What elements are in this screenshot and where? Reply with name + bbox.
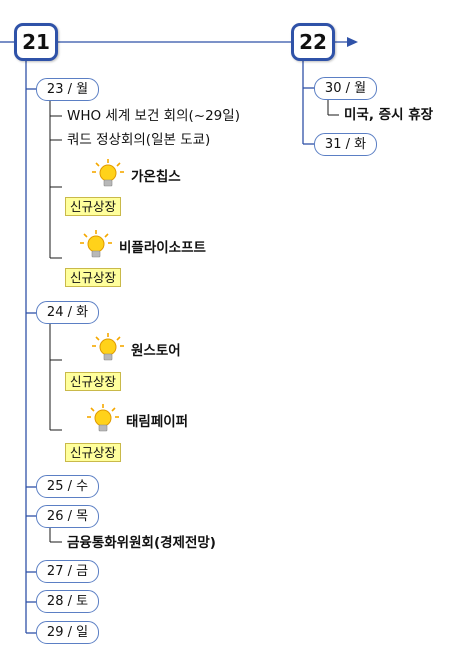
day-23-node[interactable]: 23 / 월	[36, 78, 99, 101]
day-27-node[interactable]: 27 / 금	[36, 560, 99, 583]
new-listing-badge: 신규상장	[65, 197, 122, 216]
day-31-node[interactable]: 31 / 화	[314, 133, 377, 156]
lightbulb-icon	[87, 404, 119, 432]
day-29-node[interactable]: 29 / 일	[36, 621, 99, 644]
day-30-node[interactable]: 30 / 월	[314, 77, 377, 100]
listing-name[interactable]: 가온칩스	[131, 169, 181, 185]
event-who-assembly[interactable]: WHO 세계 보건 회의(~29일)	[67, 108, 240, 124]
new-listing-badge: 신규상장	[65, 443, 122, 462]
day-24-node[interactable]: 24 / 화	[36, 301, 99, 324]
lightbulb-icon	[80, 230, 112, 258]
listing-name[interactable]: 비플라이소프트	[119, 240, 206, 256]
event-quad-summit[interactable]: 쿼드 정상회의(일본 도쿄)	[67, 132, 211, 148]
new-listing-badge: 신규상장	[65, 268, 122, 287]
lightbulb-icon	[92, 333, 124, 361]
day-25-node[interactable]: 25 / 수	[36, 475, 99, 498]
new-listing-badge: 신규상장	[65, 372, 122, 391]
event-us-market-holiday[interactable]: 미국, 증시 휴장	[344, 107, 434, 123]
week-22-node[interactable]: 22	[291, 23, 335, 61]
listing-name[interactable]: 태림페이퍼	[126, 414, 189, 430]
lightbulb-icon	[92, 159, 124, 187]
event-monetary-policy[interactable]: 금융통화위원회(경제전망)	[67, 535, 216, 551]
day-28-node[interactable]: 28 / 토	[36, 590, 99, 613]
week-21-node[interactable]: 21	[14, 23, 58, 61]
listing-name[interactable]: 원스토어	[131, 343, 181, 359]
day-26-node[interactable]: 26 / 목	[36, 505, 99, 528]
